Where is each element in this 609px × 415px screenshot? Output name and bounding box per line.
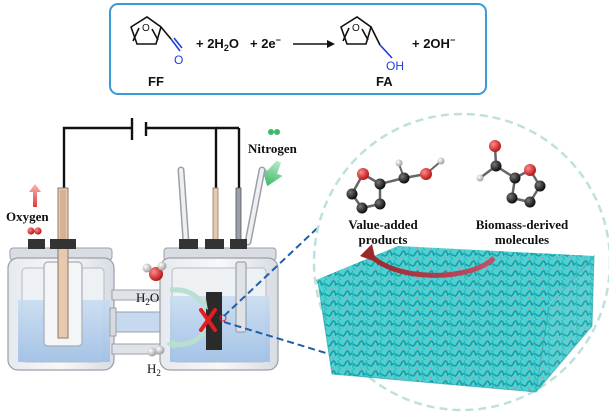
value-added-product-molecule xyxy=(346,157,445,214)
reaction-arrow xyxy=(293,40,335,48)
oxygen-outlet: Oxygen xyxy=(6,184,49,235)
water-molecule xyxy=(142,261,167,281)
furfural-structure xyxy=(130,16,183,52)
oxygen-label: Oxygen xyxy=(6,209,49,224)
ff-carbonyl-oxygen: O xyxy=(174,53,183,67)
water-term: + 2H2O xyxy=(196,36,239,53)
fa-ring-oxygen: O xyxy=(352,23,360,34)
hydrogen-label: H2 xyxy=(147,361,161,378)
value-added-label-line2: products xyxy=(359,232,408,247)
anode-cell xyxy=(7,187,115,371)
furfuryl-alcohol-structure xyxy=(340,16,393,59)
nitrogen-label: Nitrogen xyxy=(248,141,298,156)
fa-hydroxyl: OH xyxy=(386,59,404,73)
cathode-cell xyxy=(159,166,279,371)
external-circuit xyxy=(62,118,241,190)
ff-ring-oxygen: O xyxy=(142,23,150,34)
hydroxide-term: + 2OH− xyxy=(412,35,455,51)
value-added-label-line1: Value-added xyxy=(348,217,418,232)
biomass-label-line2: molecules xyxy=(495,232,549,247)
biomass-label-line1: Biomass-derived xyxy=(476,217,569,232)
cathode-active-site-mark xyxy=(199,308,227,332)
magnified-catalyst-view xyxy=(312,112,609,412)
water-reduction-arrows xyxy=(166,287,208,349)
reaction-equation-box: O O FF + 2H2O + 2e− O OH FA + 2OH− xyxy=(109,3,487,95)
nitrogen-inlet: Nitrogen xyxy=(248,129,298,187)
fa-label: FA xyxy=(376,74,393,89)
biomass-molecule xyxy=(476,140,546,208)
water-label: H2O xyxy=(136,290,159,307)
hydrogen-molecule xyxy=(147,345,165,357)
ff-label: FF xyxy=(148,74,164,89)
electron-term: + 2e− xyxy=(250,35,281,51)
conversion-arrow xyxy=(360,244,496,278)
